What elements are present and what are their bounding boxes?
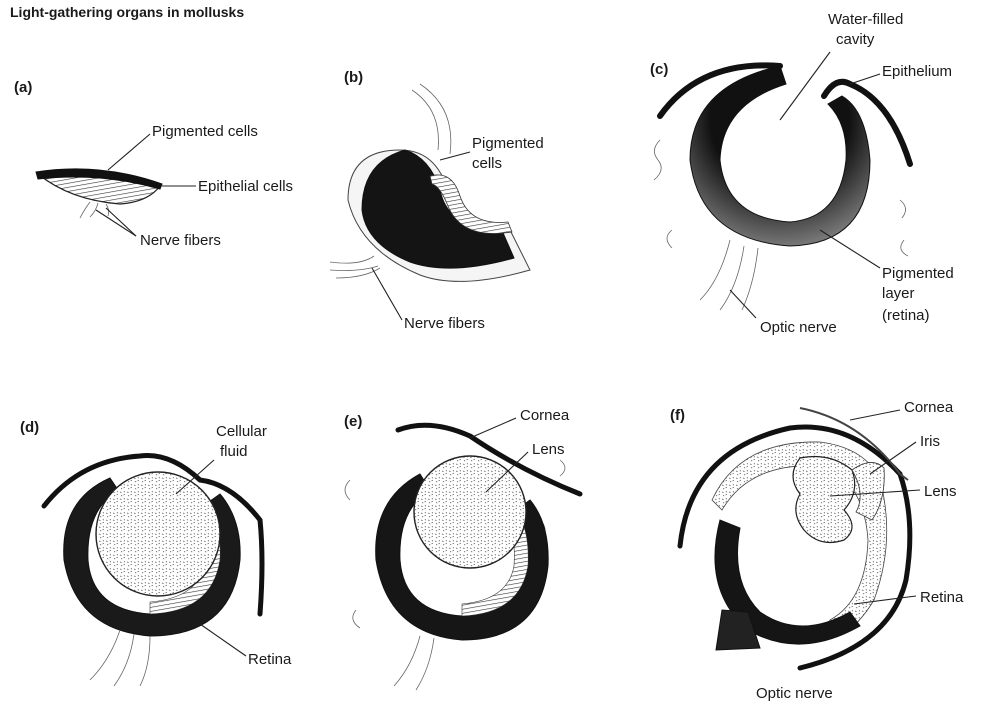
label-f-retina: Retina <box>920 589 964 606</box>
label-b-pigmented: Pigmented <box>472 135 544 152</box>
label-b-nerve-fibers: Nerve fibers <box>404 315 485 332</box>
label-c-retina: (retina) <box>882 307 930 324</box>
label-e-cornea: Cornea <box>520 407 570 424</box>
panel-b-letter: (b) <box>344 69 363 86</box>
label-f-optic-nerve: Optic nerve <box>756 685 833 702</box>
leader-d-retina <box>200 624 246 656</box>
label-c-epithelium: Epithelium <box>882 63 952 80</box>
d-nerve <box>90 630 150 686</box>
b-nerve-fibers-shape <box>330 256 380 278</box>
panel-f-letter: (f) <box>670 407 685 424</box>
label-a-epithelial-cells: Epithelial cells <box>198 178 293 195</box>
panel-d-letter: (d) <box>20 419 39 436</box>
label-c-pigmented: Pigmented <box>882 265 954 282</box>
leader-c-cavity <box>780 52 830 120</box>
label-c-cavity: cavity <box>836 31 875 48</box>
panel-a: (a) Pigmented cells Epithelial cells Ner… <box>14 79 293 249</box>
leader-c-optic-nerve <box>730 290 756 318</box>
f-lens-shape <box>793 457 855 543</box>
panel-e-letter: (e) <box>344 413 362 430</box>
leader-c-epithelium <box>850 74 880 84</box>
label-c-water-filled: Water-filled <box>828 11 903 28</box>
label-c-optic-nerve: Optic nerve <box>760 319 837 336</box>
panel-c-letter: (c) <box>650 61 668 78</box>
b-epithelium-fold <box>412 84 451 154</box>
label-d-fluid: fluid <box>220 443 248 460</box>
label-f-iris: Iris <box>920 433 940 450</box>
label-e-lens: Lens <box>532 441 565 458</box>
label-d-retina: Retina <box>248 651 292 668</box>
panel-a-letter: (a) <box>14 79 32 96</box>
leader-nerve-fibers-2 <box>106 208 136 236</box>
leader-f-cornea <box>850 410 900 420</box>
label-f-cornea: Cornea <box>904 399 954 416</box>
c-optic-nerve-shape <box>700 240 758 310</box>
panel-b: (b) Pigmented cells Nerve fibers <box>330 69 544 332</box>
leader-nerve-fibers-1 <box>96 210 136 236</box>
panel-e: (e) Cornea Lens <box>344 407 580 690</box>
leader-b-pigmented <box>440 152 470 160</box>
panel-f: (f) Cornea Iris Lens Retina Optic nerve <box>670 399 964 702</box>
d-cellular-fluid <box>96 472 220 596</box>
c-pigmented-layer <box>690 66 870 246</box>
leader-pigmented-cells <box>108 134 150 170</box>
label-d-cellular: Cellular <box>216 423 267 440</box>
e-nerve <box>394 636 434 690</box>
leader-e-cornea <box>470 418 516 438</box>
diagram-title: Light-gathering organs in mollusks <box>10 4 244 20</box>
label-a-pigmented-cells: Pigmented cells <box>152 123 258 140</box>
e-lens-shape <box>414 456 526 568</box>
label-b-cells: cells <box>472 155 502 172</box>
panel-d: (d) Cellular fluid Retina <box>20 419 292 686</box>
leader-c-pigmented <box>820 230 880 268</box>
label-f-lens: Lens <box>924 483 957 500</box>
leader-b-nerve-fibers <box>372 268 402 320</box>
label-c-layer: layer <box>882 285 915 302</box>
label-a-nerve-fibers: Nerve fibers <box>140 232 221 249</box>
panel-c: (c) Water-filled cavity Epithelium Pigme… <box>650 11 954 336</box>
